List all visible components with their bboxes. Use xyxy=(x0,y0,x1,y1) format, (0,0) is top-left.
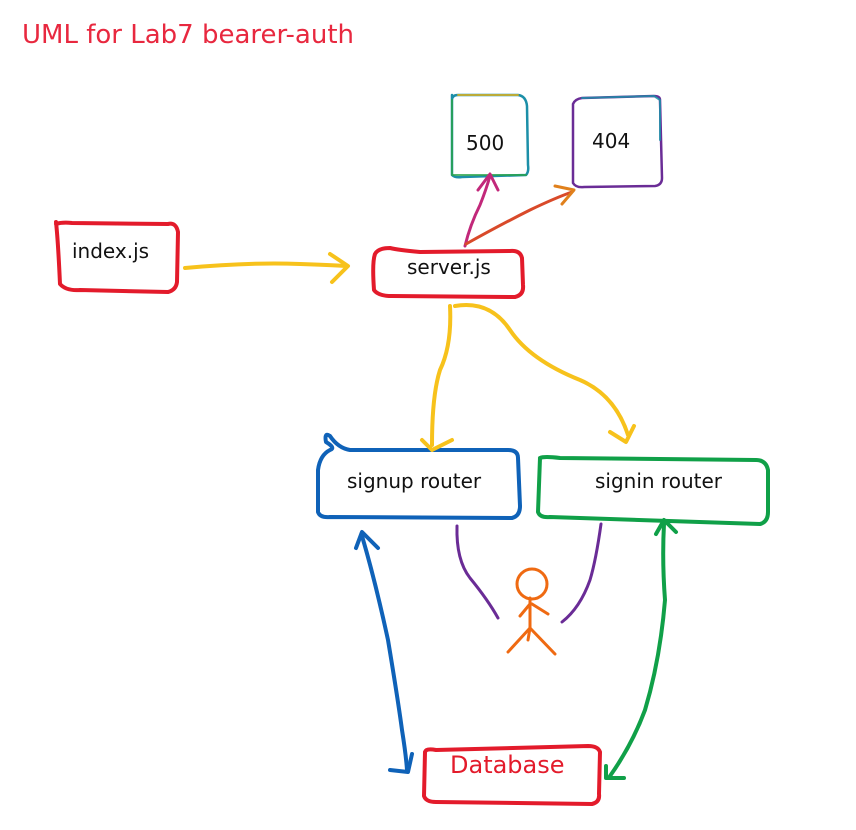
arrow-signin-database xyxy=(604,518,678,780)
error-404-node: 404 xyxy=(571,94,664,189)
error-500-node: 500 xyxy=(450,93,530,179)
arrow-server-to-signup xyxy=(420,304,454,452)
server-js-label: server.js xyxy=(407,255,491,279)
user-connectors xyxy=(455,522,603,624)
arrow-server-to-404 xyxy=(464,184,576,246)
arrow-index-to-server xyxy=(183,252,350,284)
diagram-title: UML for Lab7 bearer-auth xyxy=(22,20,354,50)
index-js-box xyxy=(54,220,180,294)
arrow-server-to-signin xyxy=(453,303,636,444)
signin-router-label: signin router xyxy=(595,469,723,493)
index-js-label: index.js xyxy=(72,239,149,263)
database-node: Database xyxy=(422,744,602,806)
signup-router-label: signup router xyxy=(347,469,482,493)
error-500-box xyxy=(450,93,530,179)
error-404-box xyxy=(571,94,664,189)
signin-router-node: signin router xyxy=(536,455,770,526)
server-js-node: server.js xyxy=(371,246,526,299)
arrow-server-to-500 xyxy=(463,172,500,248)
signup-router-node: signup router xyxy=(316,432,522,520)
user-figure xyxy=(506,567,557,656)
arrow-signup-database xyxy=(354,530,414,774)
error-500-label: 500 xyxy=(466,131,504,155)
server-js-box xyxy=(371,246,526,299)
error-404-label: 404 xyxy=(592,129,630,153)
signin-router-box xyxy=(536,455,770,526)
database-label: Database xyxy=(450,751,565,779)
database-box xyxy=(422,744,602,806)
index-js-node: index.js xyxy=(54,220,180,294)
signup-router-box xyxy=(316,432,522,520)
